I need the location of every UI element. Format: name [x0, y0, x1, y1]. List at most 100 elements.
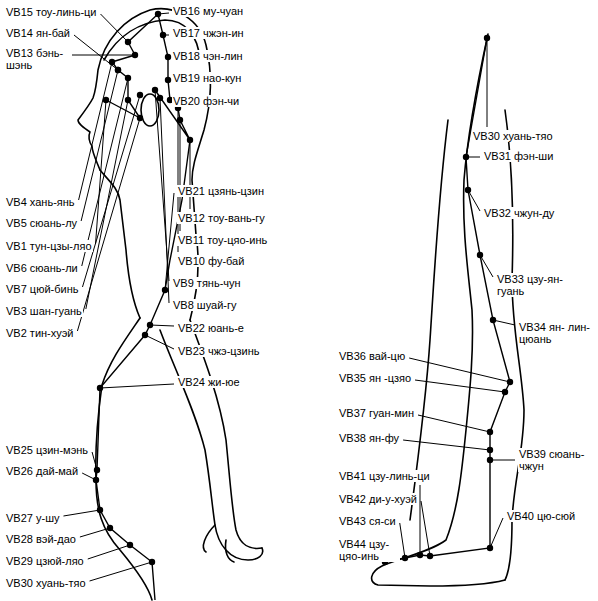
leader-line [79, 62, 112, 200]
leader-lines [63, 13, 515, 581]
meridian-line [96, 14, 510, 600]
acupoint-dot [94, 467, 100, 473]
leader-line [80, 528, 110, 537]
leader-line [421, 501, 430, 556]
point-label: VB36 вай-цю [338, 350, 406, 362]
acupoint-dot [149, 559, 155, 565]
point-label: VB23 чжэ-цзинь [177, 345, 261, 357]
leader-line [190, 140, 191, 209]
point-label: VB33 цзу-ян- гуань [496, 273, 580, 297]
point-label: VB44 цзу- цяо-инь [338, 538, 400, 562]
point-label: VB19 нао-кун [172, 72, 242, 84]
point-label: VB25 цзин-мэнь [5, 444, 89, 456]
acupoint-dot [152, 87, 158, 93]
acupoint-dot [97, 507, 103, 513]
acupoint-dot [502, 389, 508, 395]
acupoint-dot [147, 322, 153, 328]
leader-line [86, 100, 128, 309]
acupoint-dot [463, 154, 469, 160]
point-label: VB35 ян -цзяо [338, 372, 412, 384]
point-label: VB38 ян-фу [338, 432, 400, 444]
acupoint-dot [137, 92, 143, 98]
acupoint-dot [477, 252, 483, 258]
acupoint-dot [142, 332, 148, 338]
acupoint-dot [465, 187, 471, 193]
acupoint-dot [132, 52, 138, 58]
acupoint-dot [507, 379, 513, 385]
point-label: VB34 ян- лин-цюань [518, 321, 594, 345]
hand [203, 525, 234, 562]
point-label: VB26 дай-май [5, 465, 79, 477]
figure-outline [78, 9, 524, 600]
leader-line [493, 320, 515, 325]
acupoint-dot [155, 11, 161, 17]
meridian-leg [385, 38, 510, 562]
point-label: VB6 сюань-ли [5, 262, 79, 274]
point-label: VB8 шуай-гу [172, 299, 238, 311]
leader-line [63, 510, 100, 516]
acupoint-dot [107, 525, 113, 531]
acupoint-dot [109, 59, 115, 65]
leader-line [415, 380, 505, 392]
point-label: VB37 гуан-мин [338, 407, 415, 419]
leader-line [82, 95, 140, 287]
point-label: VB24 жи-юе [177, 376, 241, 388]
point-label: VB5 сюань-лу [5, 217, 78, 229]
acupoint-dot [487, 429, 493, 435]
acupoint-dot [402, 555, 408, 561]
acupoint-dot [165, 54, 171, 60]
point-label: VB42 ди-у-хуэй [338, 493, 418, 505]
acupoint-dots [93, 11, 513, 565]
leader-line [420, 485, 421, 555]
point-label: VB17 чжэн-ин [172, 27, 245, 39]
leader-line [468, 190, 480, 211]
point-label: VB21 цзянь-цзин [177, 185, 265, 197]
meridian-neck [96, 140, 190, 600]
point-label: VB13 бэнь- шэнь [5, 47, 69, 71]
acupoint-dot [157, 95, 163, 101]
leader-line [409, 358, 510, 382]
point-label: VB40 цю-сюй [506, 510, 576, 522]
point-label: VB1 тун-цзы-ляо [5, 240, 93, 252]
acupoint-dot [487, 447, 493, 453]
leader-line [403, 440, 490, 450]
acupoint-dot [487, 457, 493, 463]
acupoint-dot [177, 117, 183, 123]
point-label: VB12 тоу-вань-гу [177, 212, 266, 224]
leader-line [400, 523, 405, 558]
acupoint-dot [162, 287, 168, 293]
neck-front [100, 170, 140, 318]
leader-line [145, 335, 174, 349]
point-label: VB41 цзу-линь-ци [338, 470, 431, 482]
leader-line [90, 562, 152, 581]
point-label: VB10 фу-бай [177, 255, 245, 267]
acupoint-dot [137, 115, 143, 121]
acupoint-dot [103, 97, 109, 103]
leader-line [490, 518, 503, 548]
acupoint-dot [487, 545, 493, 551]
point-label: VB7 цюй-бинь [5, 283, 79, 295]
leader-line [160, 98, 169, 303]
point-label: VB3 шан-гуань [5, 305, 83, 317]
leader-line [150, 325, 174, 326]
acupoint-dot [484, 35, 490, 41]
point-label: VB18 чэн-лин [172, 50, 244, 62]
acupoint-dot [417, 552, 423, 558]
point-label: VB30 хуань-тяо [5, 577, 87, 589]
point-label: VB4 хань-янь [5, 196, 76, 208]
acupoint-dot [160, 32, 166, 38]
leader-line [81, 70, 118, 221]
point-label: VB16 му-чуан [172, 5, 244, 17]
arm-inner [160, 330, 263, 560]
point-label: VB28 вэй-дао [5, 533, 77, 545]
point-label: VB27 у-шу [5, 512, 60, 524]
leader-line [178, 108, 179, 252]
leader-line [72, 55, 135, 56]
acupoint-dot [427, 553, 433, 559]
leader-line [418, 415, 490, 432]
point-label: VB39 сюань- чжун [518, 448, 594, 472]
point-label: VB2 тин-хуэй [5, 327, 74, 339]
point-label: VB15 тоу-линь-ци [5, 6, 98, 18]
acupoint-dot [115, 67, 121, 73]
acupoint-dot [125, 39, 131, 45]
